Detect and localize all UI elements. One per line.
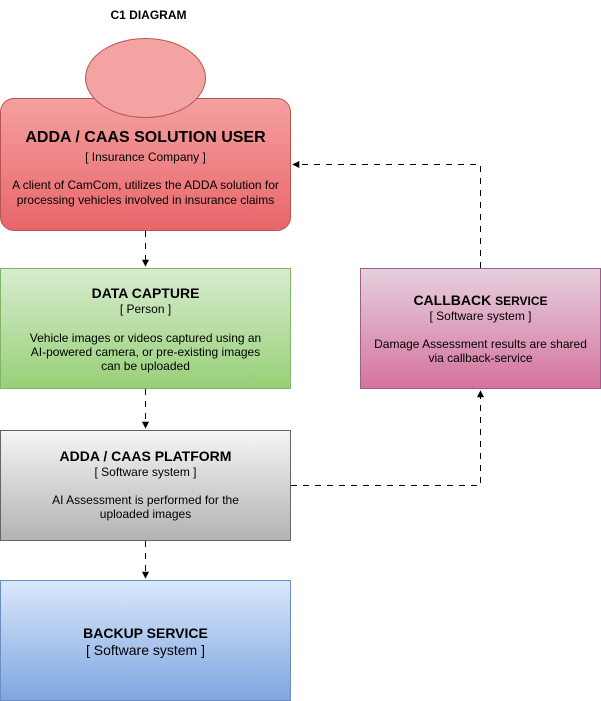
backup-service-kind: [ Software system ] [85, 642, 206, 658]
person-head-shape [85, 38, 206, 118]
data-capture-name: DATA CAPTURE [91, 285, 200, 301]
user-description: A client of CamCom, utilizes the ADDA so… [12, 178, 279, 207]
platform-description: AI Assessment is performed for the uploa… [52, 493, 239, 521]
user-kind: [ Insurance Company ] [85, 150, 206, 164]
callback-service-name: CALLBACK SERVICE [361, 292, 600, 308]
user-name: ADDA / CAAS SOLUTION USER [25, 129, 266, 146]
platform-box[interactable]: ADDA / CAAS PLATFORM [ Software system ]… [0, 430, 291, 541]
diagram-title: C1 DIAGRAM [110, 8, 187, 22]
data-capture-box[interactable]: DATA CAPTURE [ Person ] Vehicle images o… [0, 268, 291, 389]
callback-name-main: CALLBACK [413, 292, 492, 308]
data-capture-description: Vehicle images or videos captured using … [29, 331, 262, 373]
backup-service-box[interactable]: BACKUP SERVICE [ Software system ] [0, 580, 291, 701]
data-capture-kind: [ Person ] [119, 302, 172, 316]
arrow-platform-to-callback [291, 390, 484, 486]
backup-service-name: BACKUP SERVICE [83, 625, 208, 641]
arrow-callback-to-user [292, 161, 481, 268]
callback-service-kind: [ Software system ] [429, 309, 532, 323]
platform-kind: [ Software system ] [94, 465, 197, 479]
user-box[interactable]: ADDA / CAAS SOLUTION USER [ Insurance Co… [0, 98, 291, 231]
platform-name: ADDA / CAAS PLATFORM [59, 448, 232, 464]
callback-service-description: Damage Assessment results are shared via… [374, 337, 587, 365]
callback-name-small: SERVICE [495, 294, 548, 308]
callback-service-box[interactable]: CALLBACK SERVICE [ Software system ] Dam… [360, 268, 601, 389]
